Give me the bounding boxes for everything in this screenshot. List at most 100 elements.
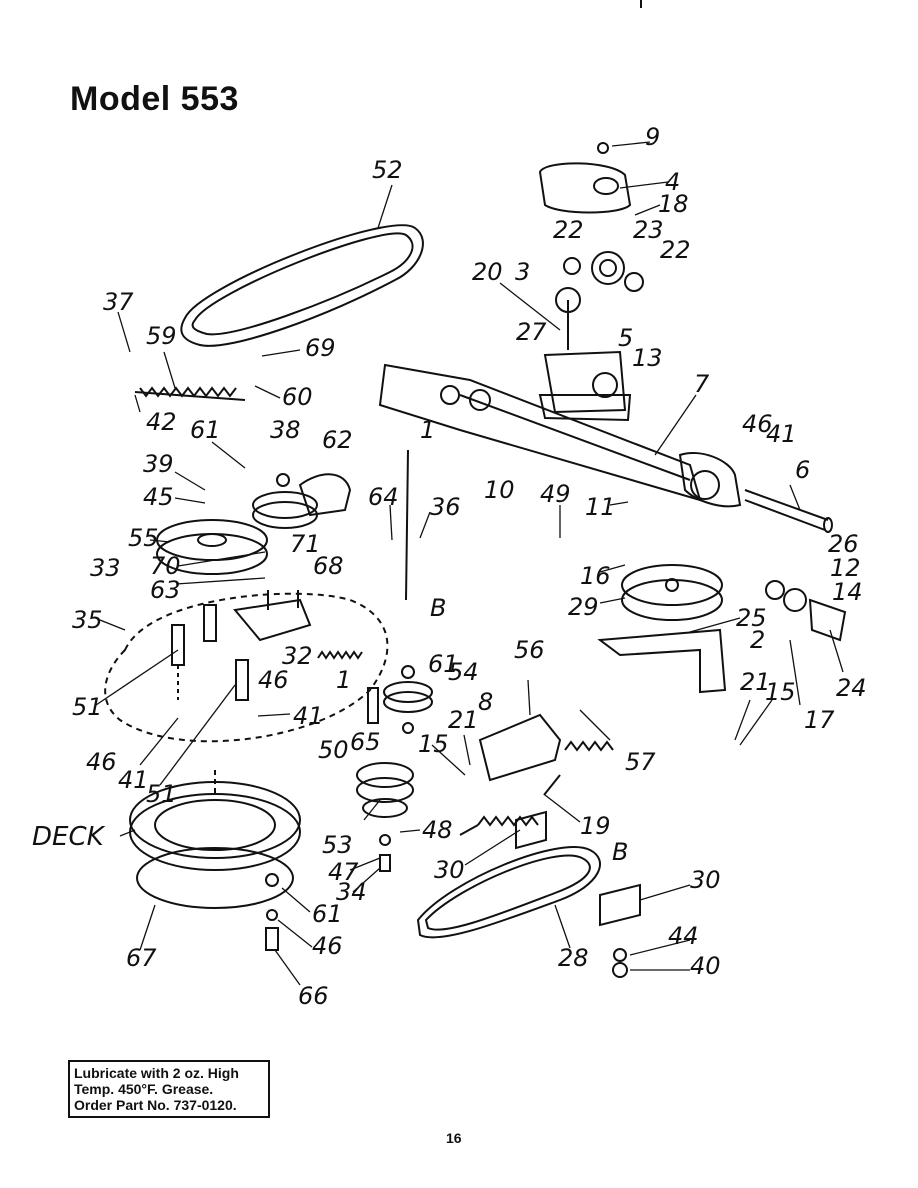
callout-labels: 9 4 18 22 23 22 52 20 3 27 5 13 37 59 69… bbox=[32, 123, 867, 1010]
coupler-14-drawing bbox=[765, 580, 847, 642]
callout-56: 56 bbox=[514, 636, 545, 664]
callout-66: 66 bbox=[298, 982, 329, 1010]
callout-21a: 21 bbox=[740, 668, 771, 696]
callout-61c: 61 bbox=[312, 900, 343, 928]
callout-1a: 1 bbox=[420, 416, 435, 444]
callout-46c: 46 bbox=[86, 748, 117, 776]
idler-arm-62-drawing bbox=[298, 473, 352, 517]
callout-7: 7 bbox=[694, 370, 710, 398]
callout-14: 14 bbox=[832, 578, 863, 606]
spring-59-drawing bbox=[134, 386, 246, 401]
callout-20: 20 bbox=[472, 258, 503, 286]
callout-41c: 41 bbox=[118, 766, 149, 794]
callout-24: 24 bbox=[836, 674, 867, 702]
callout-23: 23 bbox=[633, 216, 664, 244]
callout-49: 49 bbox=[540, 480, 571, 508]
top-edge-tick bbox=[640, 0, 642, 8]
callout-61a: 61 bbox=[190, 416, 221, 444]
pulley-29-drawing bbox=[621, 564, 723, 621]
callout-51b: 51 bbox=[146, 780, 177, 808]
callout-40: 40 bbox=[690, 952, 721, 980]
callout-69: 69 bbox=[305, 334, 336, 362]
callout-39: 39 bbox=[143, 450, 174, 478]
callout-37: 37 bbox=[103, 288, 134, 316]
callout-b-upper: B bbox=[430, 594, 446, 622]
pulley-54-drawing bbox=[383, 665, 433, 734]
callout-54: 54 bbox=[448, 658, 479, 686]
callout-8: 8 bbox=[478, 688, 493, 716]
callout-61b: 61 bbox=[428, 650, 459, 678]
callout-51a: 51 bbox=[72, 693, 103, 721]
callout-33: 33 bbox=[90, 554, 121, 582]
pulley-53-drawing bbox=[356, 762, 414, 872]
callout-59: 59 bbox=[146, 322, 177, 350]
callout-11: 11 bbox=[585, 493, 616, 521]
callout-38: 38 bbox=[270, 416, 301, 444]
callout-22a: 22 bbox=[553, 216, 584, 244]
callout-6: 6 bbox=[795, 456, 810, 484]
callout-27: 27 bbox=[516, 318, 547, 346]
deck-label: DECK bbox=[32, 822, 106, 852]
belt-28-drawing bbox=[416, 846, 601, 939]
callout-50: 50 bbox=[318, 736, 349, 764]
page-title: Model 553 bbox=[70, 80, 239, 118]
callout-63: 63 bbox=[150, 576, 181, 604]
callout-29: 29 bbox=[568, 593, 599, 621]
callout-30a: 30 bbox=[434, 856, 465, 884]
shaft-6-drawing bbox=[744, 489, 833, 533]
page-number: 16 bbox=[446, 1130, 462, 1146]
callout-53: 53 bbox=[322, 831, 353, 859]
callout-41a: 41 bbox=[766, 420, 797, 448]
callout-19: 19 bbox=[580, 812, 611, 840]
spring-19-drawing bbox=[459, 774, 561, 836]
callout-21b: 21 bbox=[448, 706, 479, 734]
callout-17: 17 bbox=[804, 706, 835, 734]
callout-16: 16 bbox=[580, 562, 611, 590]
note-line-1: Lubricate with 2 oz. High bbox=[74, 1065, 239, 1081]
callout-2: 2 bbox=[750, 626, 765, 654]
pulley-38-drawing bbox=[252, 473, 318, 529]
bracket-30-drawing bbox=[515, 810, 641, 927]
callout-65: 65 bbox=[350, 728, 381, 756]
callout-4: 4 bbox=[665, 168, 680, 196]
callout-70: 70 bbox=[150, 552, 181, 580]
callout-10: 10 bbox=[484, 476, 515, 504]
callout-57: 57 bbox=[625, 748, 656, 776]
belt-52-drawing bbox=[180, 224, 424, 347]
callout-22b: 22 bbox=[660, 236, 691, 264]
callout-48: 48 bbox=[422, 816, 453, 844]
note-line-2: Temp. 450°F. Grease. bbox=[74, 1081, 214, 1097]
bracket-56-drawing bbox=[478, 713, 614, 782]
callout-26: 26 bbox=[828, 530, 859, 558]
callout-15b: 15 bbox=[418, 730, 449, 758]
callout-55: 55 bbox=[128, 524, 159, 552]
callout-34: 34 bbox=[336, 878, 367, 906]
bolt-66-drawing bbox=[265, 909, 279, 951]
callout-71: 71 bbox=[290, 530, 321, 558]
callout-46b: 46 bbox=[258, 666, 289, 694]
leader-lines bbox=[95, 141, 844, 986]
callout-41b: 41 bbox=[293, 702, 324, 730]
callout-45: 45 bbox=[143, 483, 174, 511]
callout-32: 32 bbox=[282, 642, 313, 670]
bolt-50-drawing bbox=[367, 687, 379, 724]
gear-assembly-drawing bbox=[555, 251, 644, 350]
callout-1b: 1 bbox=[336, 666, 351, 694]
callout-18: 18 bbox=[658, 190, 689, 218]
deck-outline-drawing bbox=[104, 592, 389, 743]
callout-9: 9 bbox=[645, 123, 660, 151]
callout-62: 62 bbox=[322, 426, 353, 454]
callout-13: 13 bbox=[632, 344, 663, 372]
callout-64: 64 bbox=[368, 483, 399, 511]
rod-1-drawing bbox=[317, 449, 409, 660]
callout-68: 68 bbox=[313, 552, 344, 580]
callout-47: 47 bbox=[328, 858, 359, 886]
note-line-3: Order Part No. 737-0120. bbox=[74, 1097, 237, 1113]
callout-12: 12 bbox=[830, 554, 861, 582]
callout-15a: 15 bbox=[765, 678, 796, 706]
callout-67: 67 bbox=[126, 944, 157, 972]
callout-28: 28 bbox=[558, 944, 589, 972]
callout-35: 35 bbox=[72, 606, 103, 634]
lubrication-note: Lubricate with 2 oz. High Temp. 450°F. G… bbox=[68, 1060, 270, 1118]
